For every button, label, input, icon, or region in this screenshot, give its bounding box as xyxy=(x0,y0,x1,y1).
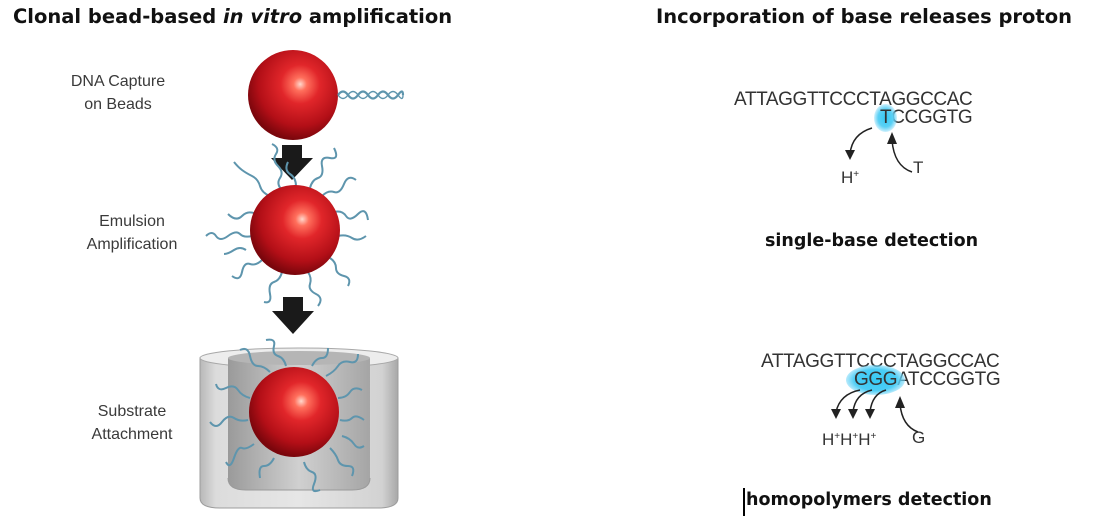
bead-3 xyxy=(249,367,339,457)
ion-base: H xyxy=(822,430,835,449)
arrowhead-icon xyxy=(865,409,875,419)
dna-strands-group xyxy=(209,338,365,493)
dna-strand-icon xyxy=(337,90,405,100)
step-label-substrate-attachment: Substrate Attachment xyxy=(62,400,202,446)
ion-charge: + xyxy=(853,169,860,180)
arrow-down-icon xyxy=(272,297,314,334)
proton-label-single: H+ xyxy=(841,168,859,188)
text-cursor xyxy=(743,488,745,516)
highlighted-bases: GGG xyxy=(846,365,906,395)
template-strand-homopolymer: ATTAGGTTCCCTAGGCCAC xyxy=(761,351,1000,372)
step-label-line: DNA Capture xyxy=(70,73,166,90)
curved-arrow-icon xyxy=(891,139,913,173)
strand-rest: ATCCGGTG xyxy=(897,369,1001,390)
arrowhead-icon xyxy=(887,132,897,144)
ion-charge: + xyxy=(870,431,877,442)
ion-base: H xyxy=(841,168,854,187)
bead-1 xyxy=(248,50,338,140)
dna-strands-group xyxy=(205,143,369,307)
title-text-1: Clonal bead-based xyxy=(13,5,223,28)
ion-charge: + xyxy=(834,431,841,442)
single-base-caption: single-base detection xyxy=(765,231,979,251)
step-label-dna-capture: DNA Capture on Beads xyxy=(48,70,188,116)
bead-2 xyxy=(250,185,340,275)
step-label-line: Substrate xyxy=(97,403,167,420)
arrowhead-icon xyxy=(848,409,858,419)
homopolymer-caption: homopolymers detection xyxy=(746,490,992,510)
right-panel-title: Incorporation of base releases proton xyxy=(656,5,1073,28)
arrowhead-icon xyxy=(831,409,841,419)
step-label-emulsion-amplification: Emulsion Amplification xyxy=(62,210,202,256)
highlighted-base-letter: T xyxy=(880,107,892,128)
ion-base: H xyxy=(858,430,871,449)
ion-base: H xyxy=(840,430,853,449)
incoming-base-homopolymer: G xyxy=(912,428,926,447)
arrowhead-icon xyxy=(895,396,905,408)
highlight-glow xyxy=(846,365,906,395)
synthesized-strand-single: TCCGGTG xyxy=(874,104,973,132)
left-panel-title: Clonal bead-based in vitro amplification xyxy=(13,5,452,28)
bead-amplification-illustration xyxy=(199,50,405,509)
proton-release-arrows-single xyxy=(845,127,913,173)
curved-arrow-icon xyxy=(869,389,887,413)
title-text-italic: in vitro xyxy=(223,5,303,28)
template-strand-single: ATTAGGTTCCCTAGGCCAC xyxy=(734,89,973,110)
step-label-line: Emulsion xyxy=(99,213,165,230)
incoming-base-single: T xyxy=(913,158,924,177)
highlighted-bases-letters: GGG xyxy=(854,369,898,390)
step-label-line: on Beads xyxy=(84,96,152,113)
dna-strand-icon xyxy=(337,90,404,100)
arrowhead-icon xyxy=(845,150,855,160)
step-label-line: Amplification xyxy=(86,236,178,253)
strand-rest: CCGGTG xyxy=(891,107,973,128)
title-text-2: amplification xyxy=(302,5,453,28)
proton-release-arrows-homopolymer xyxy=(831,389,919,433)
synthesized-strand-homopolymer: GGGATCCGGTG xyxy=(846,365,1001,395)
highlighted-base: T xyxy=(874,104,898,132)
highlight-glow xyxy=(874,104,898,132)
ion-charge: + xyxy=(852,431,859,442)
proton-labels-homopolymer: H+H+H+ xyxy=(822,430,876,450)
step-label-line: Attachment xyxy=(91,426,173,443)
curved-arrow-icon xyxy=(852,389,873,413)
arrow-down-icon xyxy=(271,145,313,180)
